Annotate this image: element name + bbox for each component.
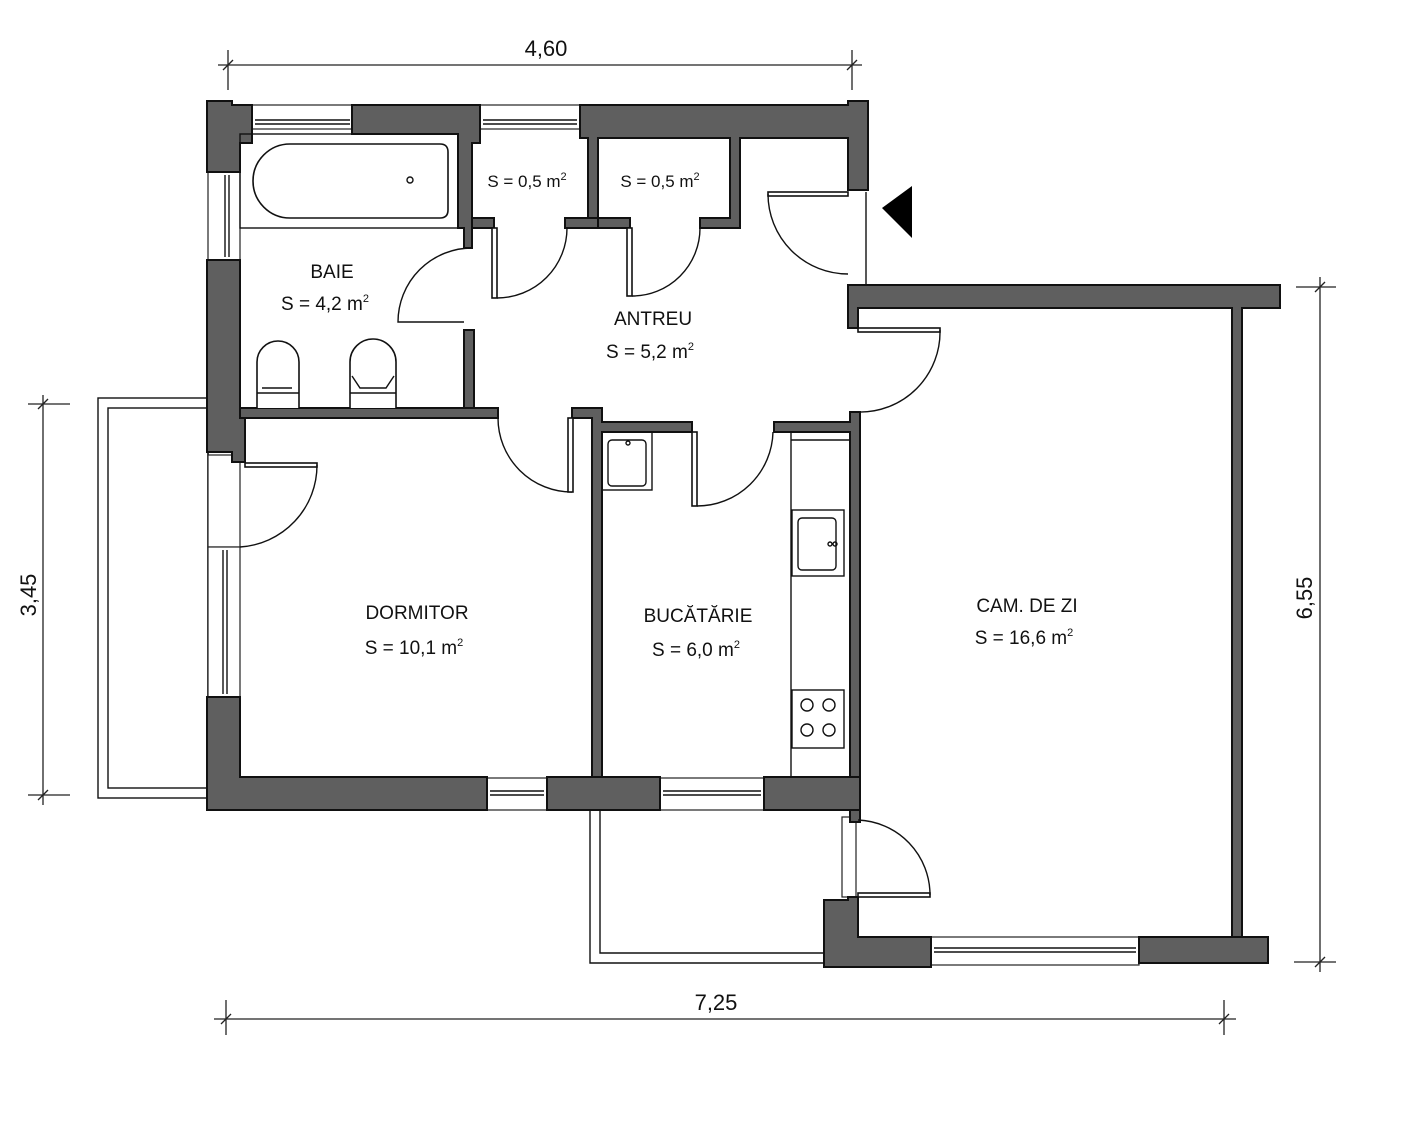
kitchen-counter bbox=[790, 432, 850, 777]
room-area: S = 16,6 m bbox=[975, 628, 1067, 649]
room-storage-1: S = 0,5 m2 bbox=[487, 171, 566, 191]
room-name: DORMITOR bbox=[365, 603, 468, 624]
svg-text:S = 16,6 m2: S = 16,6 m2 bbox=[975, 627, 1074, 649]
room-dormitor: DORMITOR S = 10,1 m2 bbox=[365, 603, 469, 659]
svg-text:S = 4,2 m2: S = 4,2 m2 bbox=[281, 293, 369, 315]
dimension-left-label: 3,45 bbox=[16, 574, 41, 617]
dimension-top: 4,60 bbox=[218, 36, 862, 90]
bidet bbox=[349, 338, 397, 408]
room-cam-de-zi: CAM. DE ZI S = 16,6 m2 bbox=[975, 596, 1078, 649]
dimension-bottom-label: 7,25 bbox=[695, 990, 738, 1015]
windows bbox=[207, 104, 1140, 966]
balcony-left bbox=[97, 397, 209, 799]
kitchen-sink bbox=[791, 509, 845, 577]
room-name: ANTREU bbox=[614, 309, 692, 330]
room-area: S = 4,2 m bbox=[281, 294, 363, 315]
svg-text:S = 5,2 m2: S = 5,2 m2 bbox=[606, 341, 694, 363]
entrance-arrow-icon bbox=[882, 186, 912, 238]
dimension-right: 6,55 bbox=[1292, 277, 1336, 972]
room-baie: BAIE S = 4,2 m2 bbox=[281, 262, 369, 315]
room-area: S = 5,2 m bbox=[606, 342, 688, 363]
dimension-right-label: 6,55 bbox=[1292, 577, 1317, 620]
balcony-bottom bbox=[589, 808, 824, 964]
svg-text:S = 6,0 m2: S = 6,0 m2 bbox=[652, 639, 740, 661]
room-name: CAM. DE ZI bbox=[976, 596, 1077, 617]
room-area: S = 6,0 m bbox=[652, 640, 734, 661]
room-name: BUCĂTĂRIE bbox=[644, 606, 753, 627]
dimension-left: 3,45 bbox=[16, 395, 70, 805]
cooktop bbox=[791, 689, 845, 749]
svg-text:S = 0,5 m2: S = 0,5 m2 bbox=[620, 171, 699, 191]
svg-text:S = 10,1 m2: S = 10,1 m2 bbox=[365, 637, 464, 659]
svg-text:S = 0,5 m2: S = 0,5 m2 bbox=[487, 171, 566, 191]
dimension-bottom: 7,25 bbox=[214, 990, 1236, 1035]
room-bucatarie: BUCĂTĂRIE S = 6,0 m2 bbox=[644, 606, 753, 661]
room-antreu: ANTREU S = 5,2 m2 bbox=[606, 309, 694, 363]
room-name: BAIE bbox=[310, 262, 353, 283]
walls bbox=[206, 100, 1281, 968]
room-area: S = 0,5 m bbox=[487, 172, 560, 191]
room-area: S = 10,1 m bbox=[365, 638, 457, 659]
doors bbox=[239, 191, 941, 898]
washing-machine bbox=[601, 431, 653, 491]
room-storage-2: S = 0,5 m2 bbox=[620, 171, 699, 191]
toilet bbox=[256, 340, 300, 408]
room-area: S = 0,5 m bbox=[620, 172, 693, 191]
dimension-top-label: 4,60 bbox=[525, 36, 568, 61]
bathtub bbox=[239, 133, 459, 229]
